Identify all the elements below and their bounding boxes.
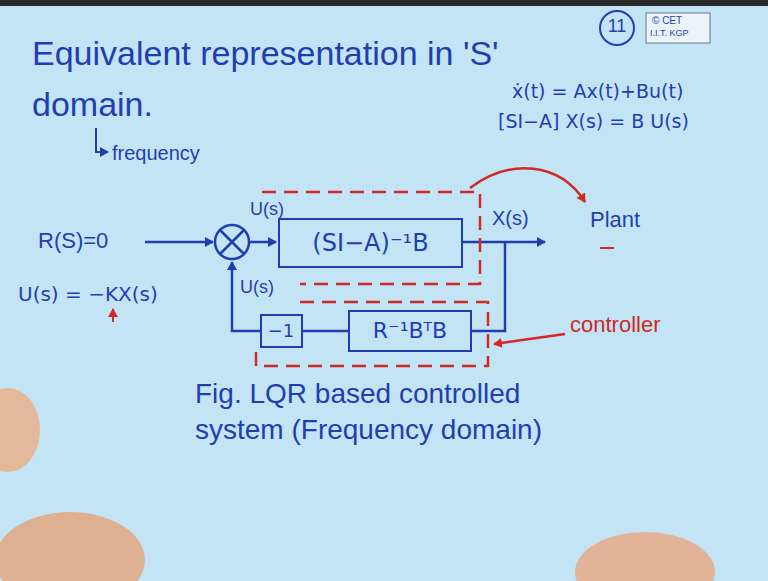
block-label: (SI−A)⁻¹B xyxy=(312,229,428,258)
equation: U(s) = −KX(s) xyxy=(18,282,158,306)
signal-wire xyxy=(249,241,276,244)
page-number: 11 xyxy=(605,16,629,38)
logo-text: I.I.T. KGP xyxy=(650,28,689,39)
pointer-arrow xyxy=(96,128,108,152)
signal-name: U(s) xyxy=(240,277,274,299)
signal-name: R(S)=0 xyxy=(38,228,108,254)
block-box: (SI−A)⁻¹B xyxy=(278,218,463,268)
summing-cross xyxy=(220,230,244,254)
signal-wire xyxy=(145,241,213,244)
equation: ẋ(t) = Ax(t)+Bu(t) xyxy=(512,80,683,103)
callout-label: controller xyxy=(570,312,660,338)
signal-wire xyxy=(303,330,349,333)
block-label: R⁻¹BᵀB xyxy=(373,318,447,344)
callout-arrow xyxy=(494,334,565,344)
summing-junction xyxy=(215,225,249,259)
page-circle xyxy=(600,11,634,45)
hand xyxy=(0,512,145,581)
hand xyxy=(0,388,40,472)
equation: [SI−A] X(s) = B U(s) xyxy=(498,110,689,133)
block-label: −1 xyxy=(268,320,295,342)
controller-bracket xyxy=(256,302,488,366)
plant-bracket xyxy=(262,192,480,284)
hand xyxy=(575,532,715,581)
logo-box xyxy=(646,13,710,43)
pointer-arrow xyxy=(112,309,114,322)
note: frequency xyxy=(112,141,200,165)
block-box: −1 xyxy=(260,314,303,348)
figure-caption: Fig. LQR based controlled system (Freque… xyxy=(195,376,615,449)
title: Equivalent representation in 'S' domain. xyxy=(32,28,512,130)
signal-name: X(s) xyxy=(492,206,529,230)
dash-mark xyxy=(600,247,614,249)
logo-text: © CET xyxy=(652,15,682,27)
callout-label: Plant xyxy=(590,207,640,233)
block-box: R⁻¹BᵀB xyxy=(348,310,472,352)
top-edge xyxy=(0,0,768,6)
callout-arrow xyxy=(470,168,585,202)
